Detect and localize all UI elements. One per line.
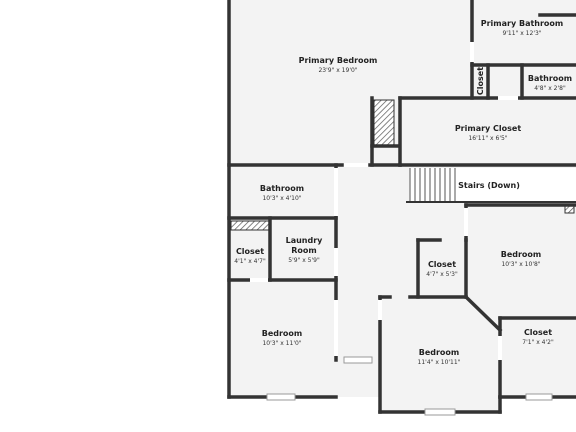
closet-center-dims: 4'7" x 5'3" (426, 271, 458, 278)
primary-closet-name: Primary Closet (455, 124, 522, 133)
closet-left-dims: 4'1" x 4'7" (234, 258, 266, 265)
closet-center-name: Closet (428, 260, 456, 269)
windows (266, 356, 553, 416)
primary-bedroom-name: Primary Bedroom (299, 56, 378, 65)
laundry-name-line2: Room (291, 246, 317, 255)
small-closet-name: Closet (476, 67, 485, 95)
bedroom-right-name: Bedroom (501, 250, 542, 259)
bathroom-hall-dims: 10'3" x 4'10" (262, 195, 301, 202)
window-hall (343, 356, 373, 364)
closet-right-name: Closet (524, 328, 552, 337)
bedroom-bottom-name: Bedroom (419, 348, 460, 357)
primary-bathroom-name: Primary Bathroom (481, 19, 564, 28)
bedroom-bottom-dims: 11'4" x 10'11" (418, 359, 461, 366)
window-bedroom-left (266, 393, 296, 401)
closet-left-name: Closet (236, 247, 264, 256)
bathroom-upper-name: Bathroom (528, 74, 572, 83)
bedroom-right-dims: 10'3" x 10'8" (501, 261, 540, 268)
bathroom-upper-dims: 4'8" x 2'8" (534, 85, 566, 92)
laundry-dims: 5'9" x 5'9" (288, 257, 320, 264)
room-labels: Primary Bedroom 23'9" x 19'0" Primary Ba… (234, 19, 572, 366)
hatched-chase-primary (373, 99, 395, 147)
laundry-name-line1: Laundry (286, 236, 324, 245)
window-bedroom-bottom (424, 408, 456, 416)
stairs (406, 168, 576, 203)
bedroom-left-name: Bedroom (262, 329, 303, 338)
door-openings (250, 42, 518, 360)
window-closet-right (525, 393, 553, 401)
primary-bedroom-dims: 23'9" x 19'0" (318, 67, 357, 74)
closet-right-dims: 7'1" x 4'2" (522, 339, 554, 346)
stairs-label: Stairs (Down) (458, 181, 520, 190)
primary-closet-dims: 16'11" x 6'5" (468, 135, 507, 142)
primary-bathroom-dims: 9'11" x 12'3" (502, 30, 541, 37)
bedroom-left-dims: 10'3" x 11'0" (262, 340, 301, 347)
hatched-chase-hall (230, 220, 272, 231)
floor-area (229, 0, 576, 412)
bathroom-hall-name: Bathroom (260, 184, 304, 193)
